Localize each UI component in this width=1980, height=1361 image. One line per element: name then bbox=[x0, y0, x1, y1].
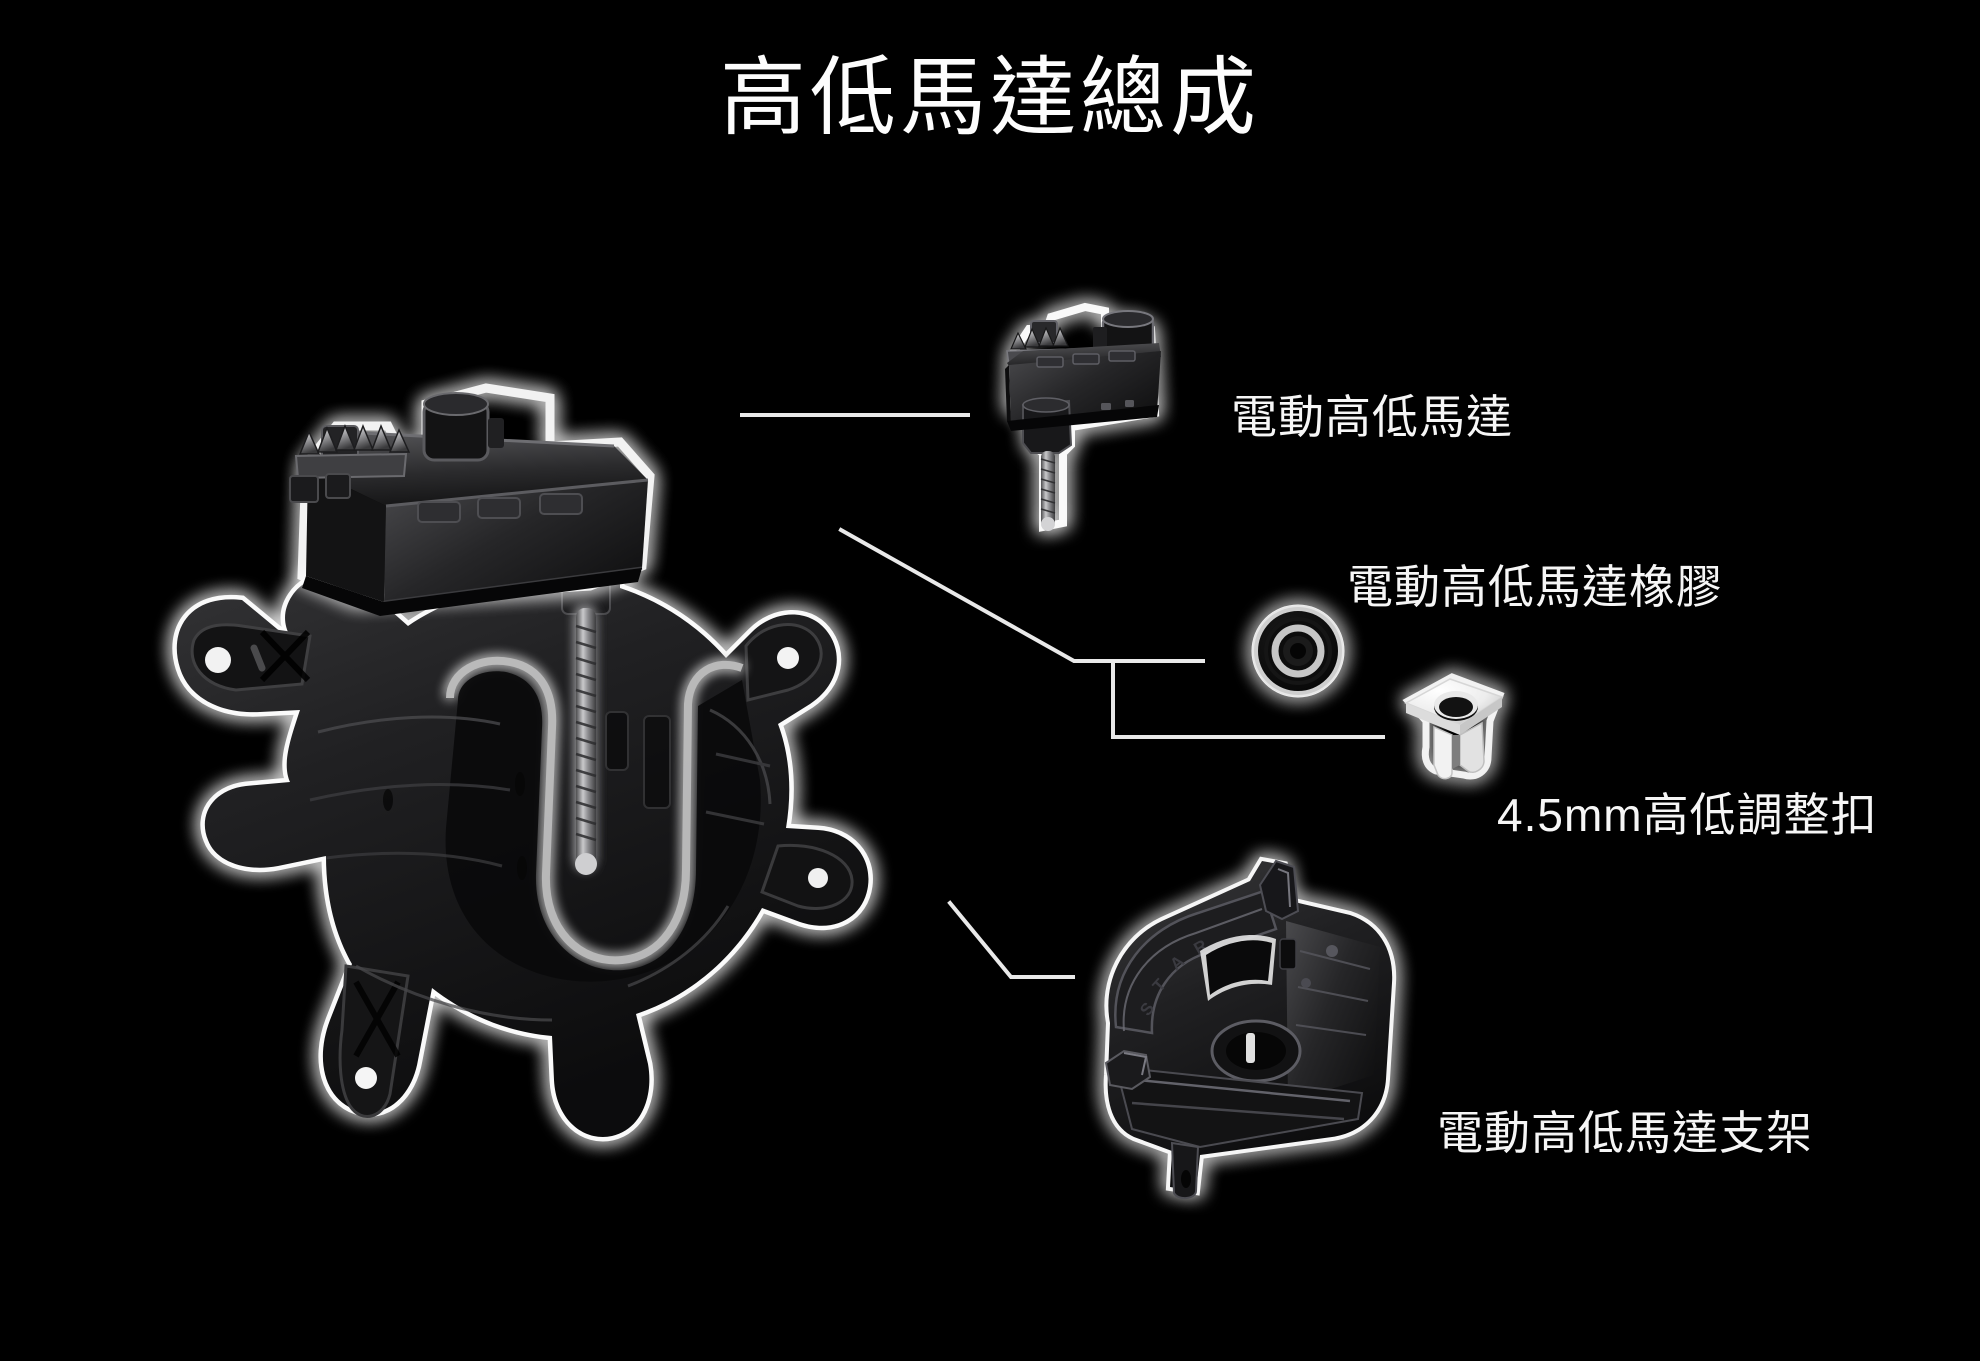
housing-bowl-opening bbox=[445, 656, 761, 982]
housing-ribs bbox=[309, 708, 772, 1022]
bracket-hex-nub bbox=[1104, 1049, 1152, 1091]
main-assembly-part bbox=[150, 380, 950, 1170]
callout-part-motor bbox=[985, 295, 1195, 560]
motor-gear bbox=[289, 423, 411, 503]
motor-threaded-rod bbox=[1040, 451, 1056, 531]
label-bracket: 電動高低馬達支架 bbox=[1437, 1107, 1813, 1159]
mount-ear-left bbox=[190, 623, 312, 692]
callout-part-clip bbox=[1390, 665, 1520, 789]
label-motor: 電動高低馬達 bbox=[1231, 391, 1513, 443]
label-clip: 4.5mm高低調整扣 bbox=[1497, 789, 1878, 841]
motor-connector-icon bbox=[1093, 310, 1155, 353]
motor-connector bbox=[422, 392, 504, 462]
mount-tab-right bbox=[760, 843, 854, 910]
callout-part-rubber bbox=[1232, 592, 1364, 710]
label-rubber: 電動高低馬達橡膠 bbox=[1347, 561, 1723, 613]
callout-part-bracket: S T A R bbox=[1050, 855, 1410, 1205]
bracket-boss bbox=[1210, 1019, 1302, 1083]
mounted-motor bbox=[289, 383, 655, 616]
mount-leg-bottom bbox=[338, 964, 410, 1118]
page-title: 高低馬達總成 bbox=[720, 50, 1260, 146]
mount-tab-top bbox=[744, 623, 823, 702]
